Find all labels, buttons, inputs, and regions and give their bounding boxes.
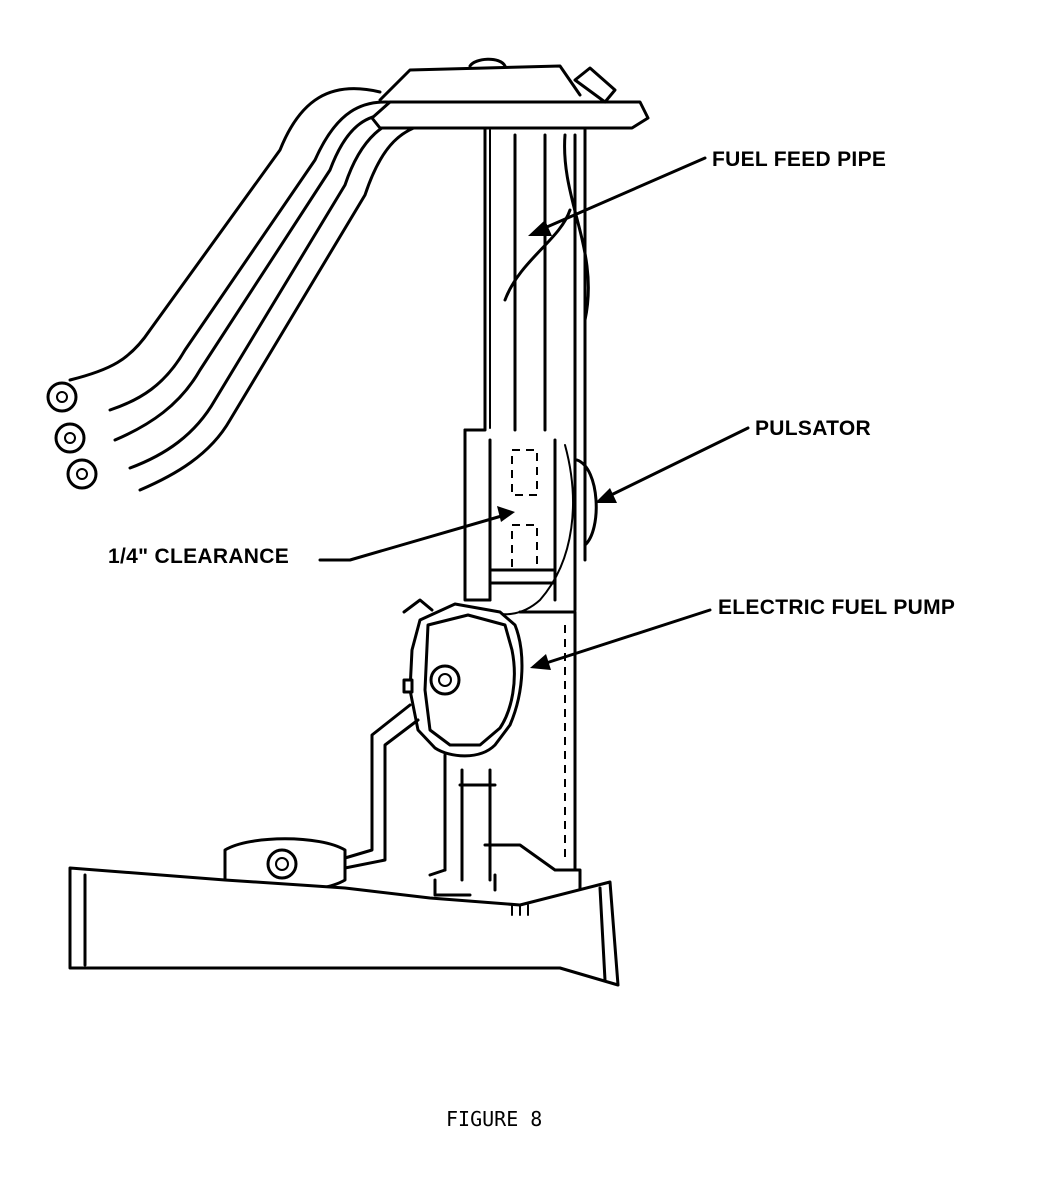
clearance-text: CLEARANCE <box>154 545 290 568</box>
bottom-strainer <box>68 866 620 987</box>
electric-fuel-pump <box>402 598 577 872</box>
leader-lines <box>318 156 750 670</box>
figure-caption: FIGURE 8 <box>446 1107 543 1131</box>
label-fuel-feed-pipe: FUEL FEED PIPE <box>712 148 887 171</box>
fuel-feed-pipe <box>463 126 590 612</box>
pump-base <box>428 753 582 897</box>
clearance-fraction: 1/4" <box>108 545 149 568</box>
label-pulsator: PULSATOR <box>755 417 871 440</box>
fuel-hoses <box>46 87 447 492</box>
label-electric-fuel-pump: ELECTRIC FUEL PUMP <box>718 596 956 619</box>
pulsator <box>489 444 598 616</box>
label-clearance: 1/4" CLEARANCE <box>108 545 289 569</box>
filter-and-return-line <box>223 703 420 893</box>
mounting-plate <box>370 57 650 130</box>
